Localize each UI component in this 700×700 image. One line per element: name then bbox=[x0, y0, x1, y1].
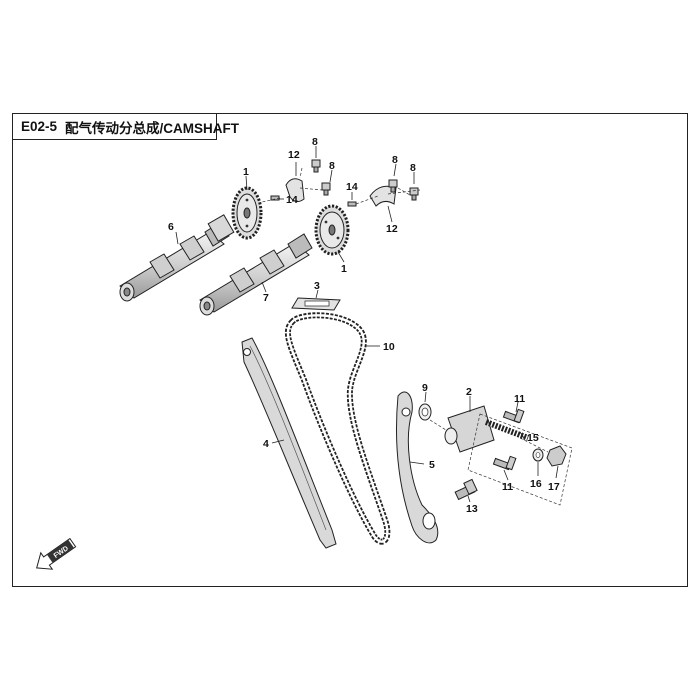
callout-label: 9 bbox=[422, 382, 428, 394]
callout-label: 17 bbox=[548, 481, 560, 493]
callout-label: 1 bbox=[243, 166, 249, 178]
title-name: 配气传动分总成/CAMSHAFT bbox=[65, 120, 240, 136]
bolts-8 bbox=[311, 159, 419, 201]
callout-label: 11 bbox=[502, 481, 513, 493]
camshaft-exhaust bbox=[199, 233, 313, 316]
tensioner-bolt-lower bbox=[492, 455, 517, 471]
chain-guide-left bbox=[241, 337, 337, 549]
page-title: E02-5 配气传动分总成/CAMSHAFT bbox=[12, 113, 239, 140]
callout-label: 8 bbox=[392, 154, 398, 166]
callout-label: 12 bbox=[386, 223, 398, 235]
callout-label: 8 bbox=[329, 160, 335, 172]
callout-label: 13 bbox=[466, 503, 478, 515]
sprocket-plate-rear bbox=[285, 178, 305, 203]
cap-bolt bbox=[546, 445, 567, 467]
sprocket-front bbox=[314, 204, 350, 256]
callout-label: 15 bbox=[527, 432, 539, 444]
callout-label: 14 bbox=[286, 194, 298, 206]
camshaft-intake bbox=[119, 214, 235, 302]
callout-label: 14 bbox=[346, 181, 358, 193]
sprocket-plate-front bbox=[369, 185, 397, 207]
callout-label: 7 bbox=[263, 292, 269, 304]
chain-tensioner-guide bbox=[396, 391, 439, 544]
callout-label: 1 bbox=[341, 263, 347, 275]
chain-tensioner bbox=[444, 405, 530, 453]
callout-labels: 1 1 2 3 4 5 6 7 8 8 8 8 9 10 11 11 12 12… bbox=[168, 136, 560, 515]
callout-label: 8 bbox=[312, 136, 318, 148]
callout-label: 2 bbox=[466, 386, 472, 398]
forward-direction-label: FWD bbox=[53, 545, 70, 560]
title-code: E02-5 bbox=[21, 119, 58, 134]
callout-label: 3 bbox=[314, 280, 320, 292]
callout-label: 10 bbox=[383, 341, 395, 353]
pivot-bolt bbox=[454, 478, 478, 501]
callout-label: 4 bbox=[263, 438, 269, 450]
callout-label: 8 bbox=[410, 162, 416, 174]
dowel-pin-front bbox=[347, 201, 357, 207]
callout-label: 11 bbox=[514, 393, 525, 405]
forward-direction-badge: FWD bbox=[36, 537, 77, 570]
diagram-frame bbox=[12, 113, 688, 587]
callout-label: 16 bbox=[530, 478, 542, 490]
callout-label: 5 bbox=[429, 459, 435, 471]
timing-chain bbox=[285, 312, 391, 545]
tensioner-bolt-upper bbox=[502, 408, 525, 424]
callout-label: 6 bbox=[168, 221, 174, 233]
leader-lines bbox=[175, 146, 559, 503]
callout-label: 12 bbox=[288, 149, 300, 161]
sprocket-rear bbox=[231, 186, 263, 240]
